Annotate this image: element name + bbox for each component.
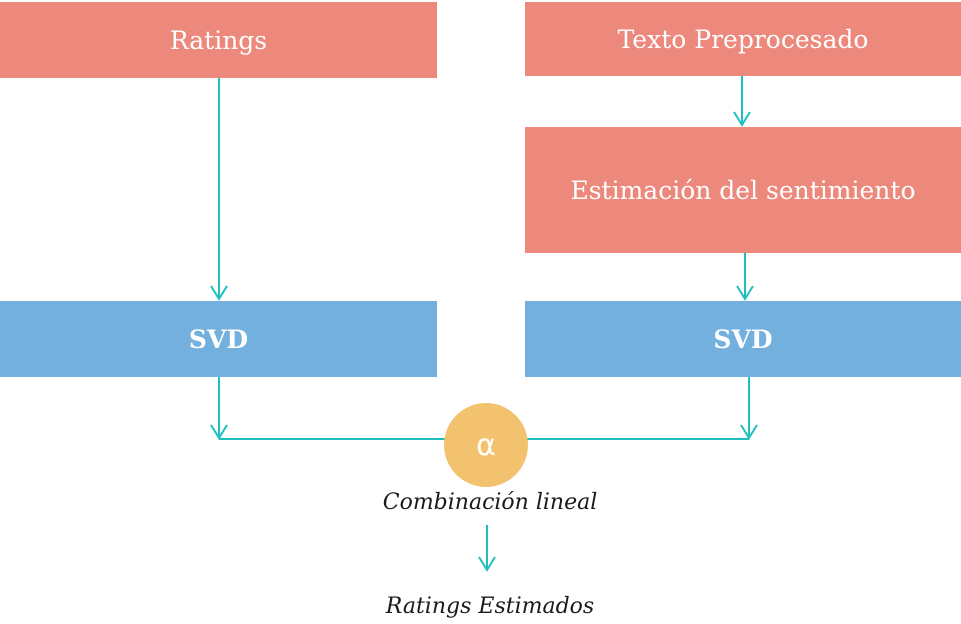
ratings-estimados-caption: Ratings Estimados [385,594,595,619]
alpha-node: α [444,403,528,487]
alpha-label: α [476,427,496,463]
arrowhead-sentimiento-to-svd [736,285,754,301]
svd-left-box: SVD [0,301,437,377]
arrowhead-ratings-to-svd [210,285,228,301]
estimacion-sentimiento-label: Estimación del sentimiento [570,175,916,205]
texto-preprocesado-box: Texto Preprocesado [525,2,961,76]
arrowhead-combinacion-to-estimados [478,556,496,572]
svd-right-box: SVD [525,301,961,377]
svd-left-label: SVD [188,324,249,354]
ratings-label: Ratings [169,25,268,55]
svd-right-label: SVD [713,324,773,354]
texto-preprocesado-label: Texto Preprocesado [617,24,869,54]
arrowhead-texto-to-sentimiento [733,111,751,127]
estimacion-sentimiento-box: Estimación del sentimiento [525,127,961,253]
ratings-box: Ratings [0,2,437,78]
combinacion-lineal-caption: Combinación lineal [382,490,598,515]
